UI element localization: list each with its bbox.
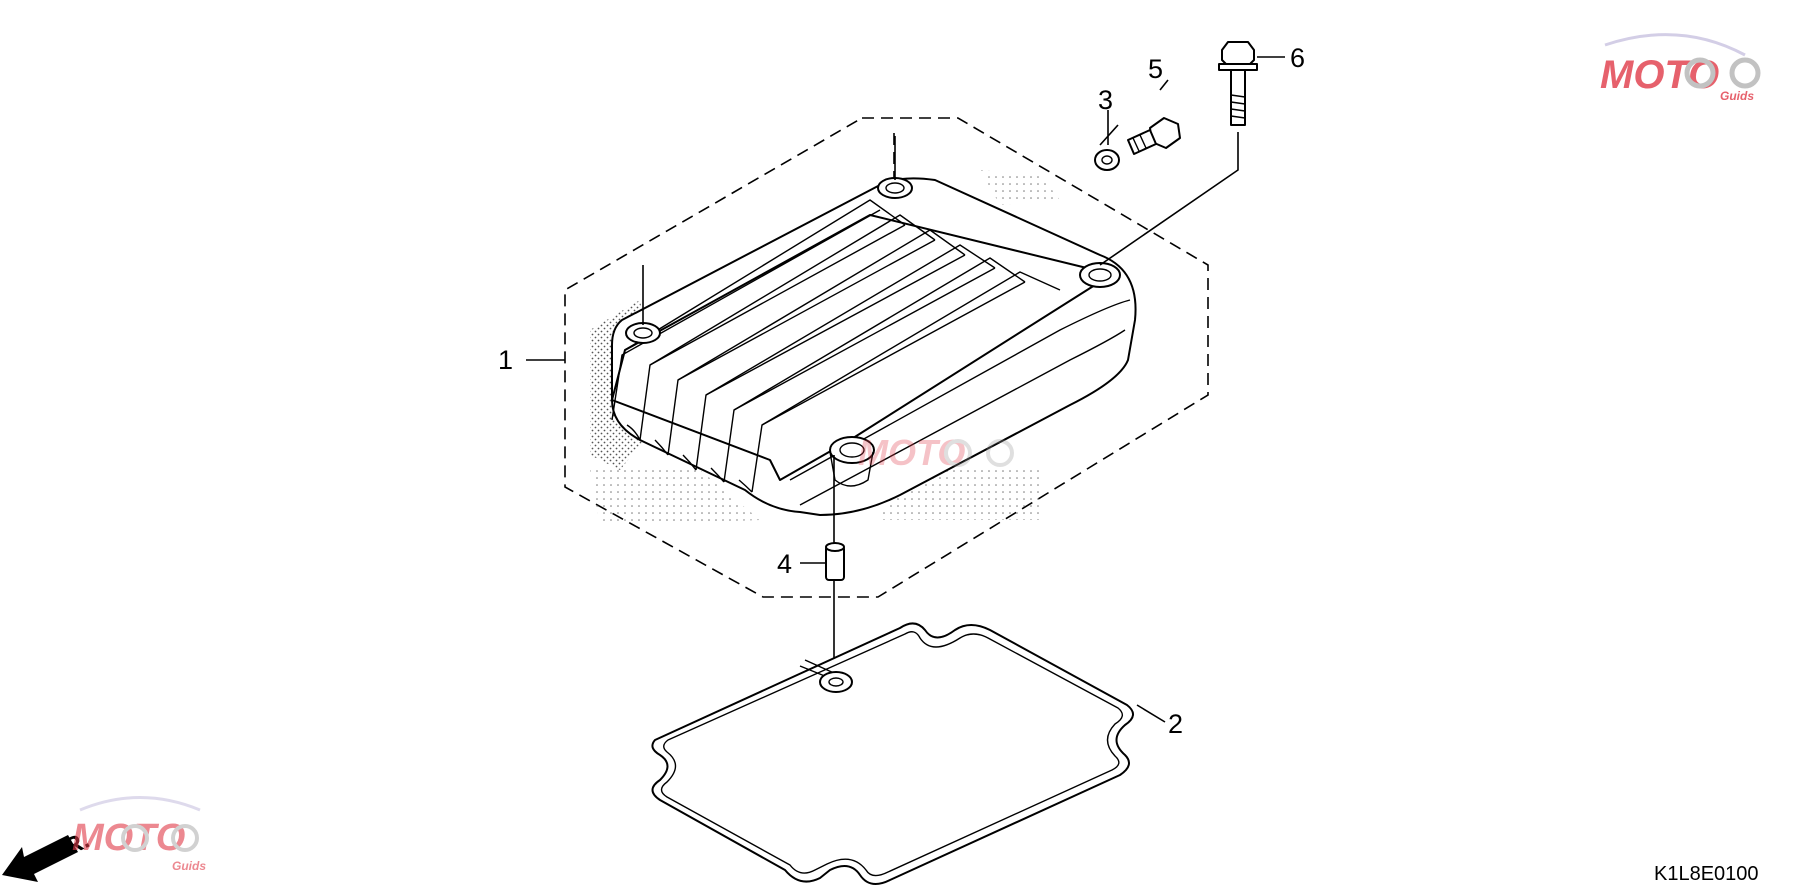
watermark-logo-bottom-left: MOTO Guids (72, 796, 206, 873)
watermark-logo-top-right: MOTO Guids (1600, 33, 1761, 103)
callout-3: 3 (1098, 85, 1113, 115)
diagram-code: K1L8E0100 (1654, 863, 1759, 885)
cylinder-head-cover (611, 177, 1137, 516)
washer-part-3 (1094, 149, 1120, 171)
callout-labels: 1 2 3 4 5 6 (498, 43, 1305, 739)
watermark-logo-center: MOTO (858, 432, 1014, 473)
svg-text:MOTO: MOTO (858, 432, 965, 473)
callout-1: 1 (498, 345, 513, 375)
svg-text:MOTO: MOTO (72, 817, 185, 859)
callout-6: 6 (1290, 43, 1305, 73)
small-bolt-part-5 (1127, 117, 1181, 155)
callout-5: 5 (1148, 54, 1163, 84)
callout-4: 4 (777, 549, 792, 579)
svg-text:Guids: Guids (1720, 89, 1754, 103)
assembly-outline (564, 117, 1209, 598)
svg-text:Guids: Guids (172, 859, 206, 873)
callout-2: 2 (1168, 709, 1183, 739)
dowel-pin-part-4 (825, 542, 845, 581)
gasket-part-2 (651, 622, 1134, 885)
flange-bolt-part-6 (1218, 41, 1258, 126)
